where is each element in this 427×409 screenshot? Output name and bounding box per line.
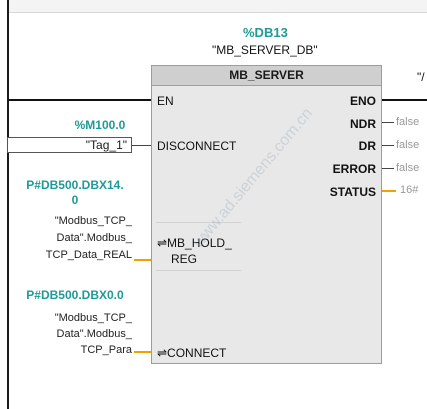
truncated-label: "/ (417, 70, 425, 84)
pin-mb-hold-reg-line1: ⇌MB_HOLD_ (157, 236, 232, 250)
disconnect-wire (132, 145, 151, 146)
disconnect-tag-field[interactable]: "Tag_1" (7, 137, 132, 153)
left-power-rail (7, 0, 9, 409)
pin-mb-hold-reg-line2: REG (171, 252, 198, 266)
pin-disconnect: DISCONNECT (157, 139, 237, 153)
connect-tag-line2[interactable]: Data".Modbus_ (56, 328, 132, 340)
dr-wire (382, 145, 394, 146)
hold-reg-wire (134, 259, 151, 261)
pin-dr: DR (358, 139, 376, 153)
eno-wire (382, 99, 427, 101)
pin-divider (156, 270, 241, 271)
hold-reg-tag-line1[interactable]: "Modbus_TCP_ (54, 215, 132, 227)
pin-eno: ENO (349, 94, 376, 108)
connect-tag-line3[interactable]: TCP_Para (80, 344, 132, 356)
block-title: MB_SERVER (152, 66, 381, 86)
en-wire (9, 99, 151, 101)
ndr-wire (382, 122, 394, 123)
connect-address[interactable]: P#DB500.DBX0.0 (26, 288, 124, 302)
pin-en: EN (157, 94, 174, 108)
status-wire (382, 190, 396, 192)
pin-error: ERROR (332, 162, 376, 176)
ndr-value[interactable]: false (396, 116, 420, 128)
top-strip (9, 0, 427, 13)
error-wire (382, 168, 394, 169)
connect-tag-line1[interactable]: "Modbus_TCP_ (54, 312, 132, 324)
pin-connect: ⇌CONNECT (157, 346, 227, 360)
instance-db-address[interactable]: %DB13 (243, 25, 288, 40)
disconnect-address[interactable]: %M100.0 (74, 118, 126, 132)
hold-reg-tag-line3[interactable]: TCP_Data_REAL (45, 249, 132, 261)
hold-reg-tag-line2[interactable]: Data".Modbus_ (56, 232, 132, 244)
pin-status: STATUS (329, 185, 376, 199)
pin-divider (156, 222, 241, 223)
dr-value[interactable]: false (396, 139, 420, 151)
error-value[interactable]: false (396, 162, 420, 174)
status-value[interactable]: 16# (400, 184, 419, 196)
mb-server-block[interactable]: MB_SERVER EN DISCONNECT ⇌MB_HOLD_ REG ⇌C… (151, 65, 382, 364)
hold-reg-address-line2[interactable]: 0 (71, 193, 79, 207)
connect-wire (134, 351, 151, 353)
pin-ndr: NDR (350, 117, 376, 131)
hold-reg-address-line1[interactable]: P#DB500.DBX14. (26, 178, 124, 192)
instance-db-name[interactable]: "MB_SERVER_DB" (212, 43, 318, 57)
